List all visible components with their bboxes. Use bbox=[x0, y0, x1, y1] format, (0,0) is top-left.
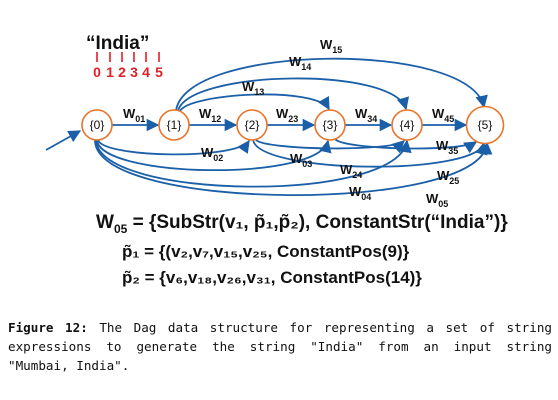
node-circle bbox=[314, 109, 346, 141]
nodes: {0} {1} {2} {3} {4} {5} bbox=[81, 105, 505, 145]
position-label: 4 bbox=[142, 64, 150, 80]
node-label: {0} bbox=[90, 118, 105, 132]
edge-label-w35: W35 bbox=[436, 138, 458, 156]
edge-label-w45: W45 bbox=[432, 106, 454, 124]
caption-text: The Dag data structure for representing … bbox=[8, 320, 552, 373]
edge-label-w23: W23 bbox=[276, 106, 298, 124]
formula-w05: W05 = {SubStr(v₁, p̃₁,p̃₂), ConstantStr(… bbox=[96, 212, 508, 236]
formula-w05-sub: 05 bbox=[113, 221, 128, 236]
edge-label-w01: W01 bbox=[123, 106, 145, 124]
node-3: {3} bbox=[314, 109, 346, 141]
edge-label-w12: W12 bbox=[199, 106, 221, 124]
edge-label-w25: W25 bbox=[437, 168, 459, 186]
formula-p2: p̃₂ = {v₆,v₁₈,v₂₆,v₃₁, ConstantPos(14)} bbox=[122, 268, 422, 287]
formula-w05-rhs: = {SubStr(v₁, p̃₁,p̃₂), ConstantStr(“Ind… bbox=[127, 212, 508, 233]
formula-p1: p̃₁ = {(v₂,v₇,v₁₅,v₂₅, ConstantPos(9)} bbox=[122, 242, 410, 261]
node-label: {4} bbox=[400, 118, 415, 132]
node-0: {0} bbox=[81, 109, 113, 141]
edge-label-w24: W24 bbox=[340, 162, 362, 180]
figure-caption: Figure 12: The Dag data structure for re… bbox=[8, 318, 552, 375]
edge-w14 bbox=[177, 77, 409, 112]
edge-label-w03: W03 bbox=[290, 151, 312, 169]
position-ticks bbox=[96, 52, 160, 62]
quoted-string: “India” bbox=[86, 33, 149, 54]
edges bbox=[94, 57, 493, 197]
position-label: 5 bbox=[155, 64, 163, 80]
edge-label-w13: W13 bbox=[242, 79, 264, 97]
position-label: 3 bbox=[130, 64, 138, 80]
edge-label-w15: W15 bbox=[320, 37, 342, 55]
node-label: {3} bbox=[323, 118, 338, 132]
edge-label-w34: W34 bbox=[355, 106, 377, 124]
edge-w24 bbox=[255, 139, 405, 154]
edge-w05 bbox=[94, 139, 493, 197]
node-circle bbox=[81, 109, 113, 141]
node-label: {5} bbox=[478, 118, 493, 132]
edge-w13 bbox=[179, 93, 330, 112]
edge-w25 bbox=[252, 139, 488, 168]
edge-w02 bbox=[97, 139, 250, 156]
final-node-ring bbox=[465, 105, 505, 145]
node-1: {1} bbox=[158, 109, 190, 141]
node-label: {2} bbox=[245, 118, 260, 132]
position-label: 1 bbox=[106, 64, 114, 80]
position-label: 2 bbox=[118, 64, 126, 80]
start-arrow bbox=[45, 130, 82, 151]
node-circle bbox=[236, 109, 268, 141]
position-label: 0 bbox=[93, 64, 101, 80]
formula-w05-lhs: W bbox=[96, 212, 114, 233]
edge-w15 bbox=[175, 57, 488, 112]
node-4: {4} bbox=[391, 109, 423, 141]
node-label: {1} bbox=[167, 118, 182, 132]
edge-w03 bbox=[96, 139, 332, 172]
node-circle bbox=[391, 109, 423, 141]
edge-label-w05: W05 bbox=[426, 191, 448, 209]
node-circle bbox=[158, 109, 190, 141]
edge-label-w02: W02 bbox=[201, 145, 223, 163]
edge-label-w04: W04 bbox=[349, 184, 371, 202]
node-5: {5} bbox=[465, 105, 505, 145]
caption-label: Figure 12: bbox=[8, 320, 88, 335]
node-2: {2} bbox=[236, 109, 268, 141]
edge-label-w14: W14 bbox=[289, 54, 311, 72]
edge-w04 bbox=[95, 139, 412, 188]
